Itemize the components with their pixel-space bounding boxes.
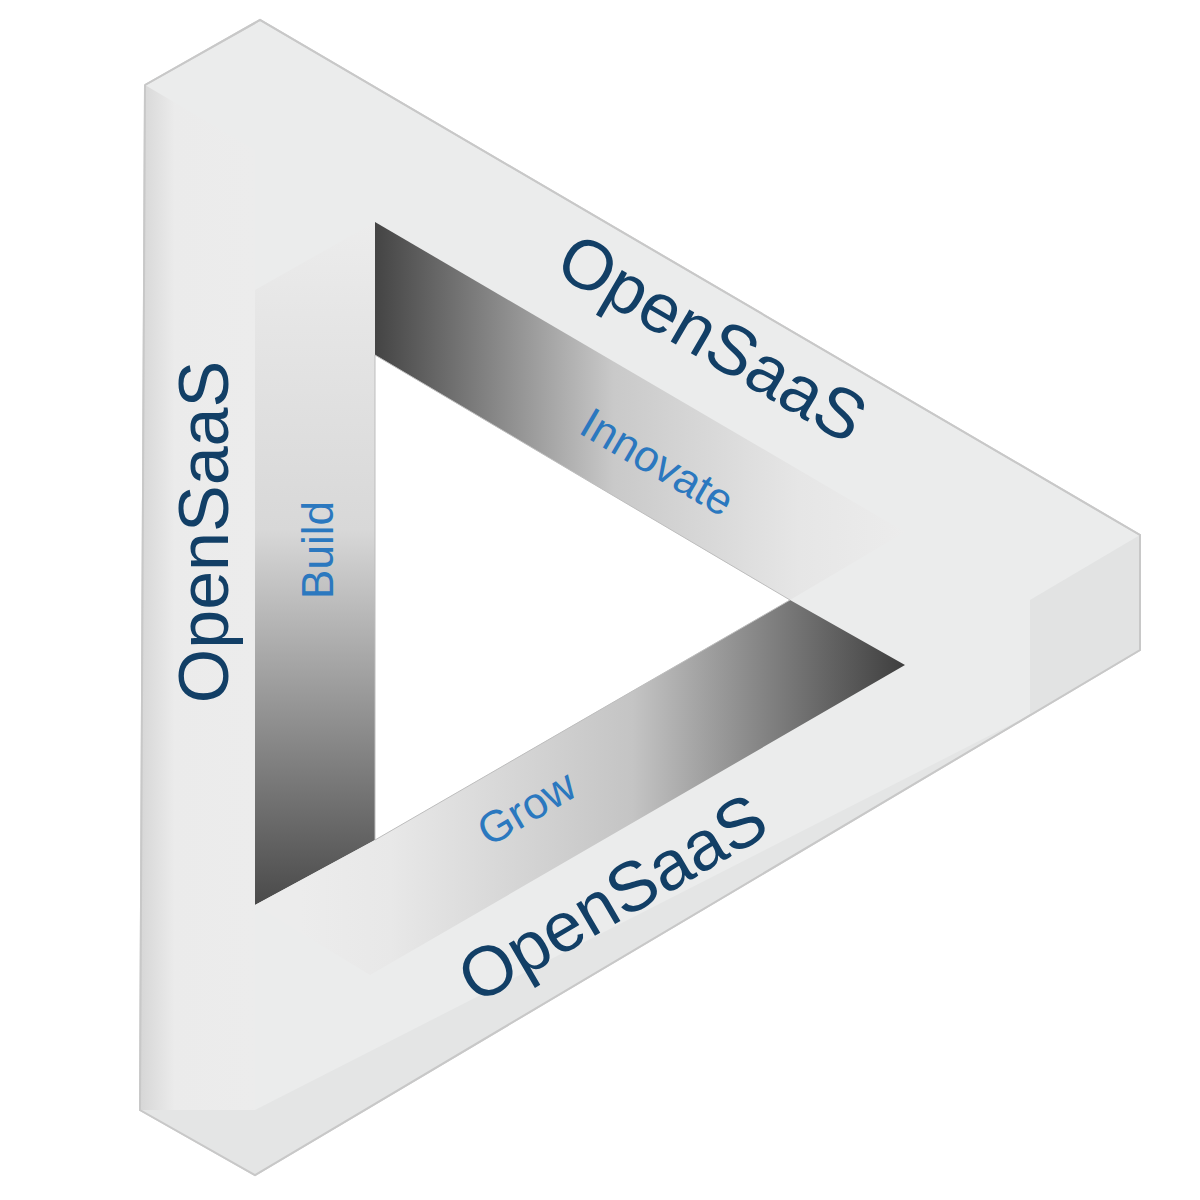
- inner-hole-edge: [375, 355, 790, 840]
- bar-word: Build: [296, 501, 340, 599]
- left-inner-face: [255, 222, 375, 905]
- left-outer-face: [140, 85, 255, 1175]
- top-inner-face: [375, 222, 905, 600]
- edge-line: [140, 20, 1140, 1175]
- right-end-face: [1030, 535, 1140, 715]
- bar-title: OpenSaaS: [169, 361, 239, 703]
- triangle-body: [140, 20, 1140, 1175]
